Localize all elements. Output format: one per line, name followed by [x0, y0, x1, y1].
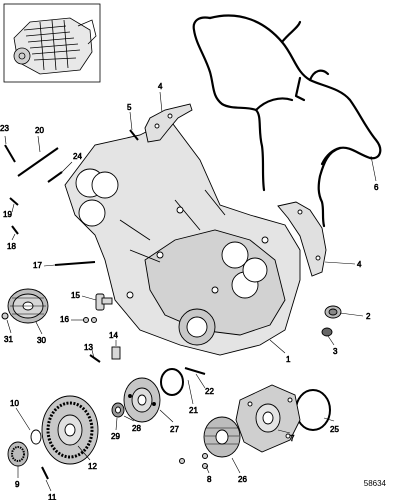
callout-17: 17	[33, 261, 42, 270]
callout-11: 11	[48, 493, 57, 500]
callout-30: 30	[37, 336, 46, 345]
callout-28: 28	[132, 424, 141, 433]
callout-4-right: 4	[357, 260, 362, 269]
cover-plate-upper	[144, 103, 193, 143]
spacer-washer	[30, 429, 42, 445]
washer	[111, 402, 125, 418]
callout-14: 14	[109, 331, 118, 340]
callout-24: 24	[73, 152, 82, 161]
callout-3: 3	[333, 347, 338, 356]
callout-10: 10	[10, 399, 19, 408]
callout-labels: 1 2 3 4 4 5 6 7 8 9 10 11 12 13 14 15 16…	[0, 82, 379, 500]
wiring-harness	[192, 14, 382, 228]
callout-27: 27	[170, 425, 179, 434]
callout-19: 19	[3, 210, 12, 219]
callout-26: 26	[238, 475, 247, 484]
callout-1: 1	[286, 355, 291, 364]
water-pump	[235, 384, 301, 453]
callout-31: 31	[4, 335, 13, 344]
timing-cover-housing	[64, 119, 301, 356]
cover-plate-right	[277, 201, 327, 277]
drive-pulley	[203, 416, 241, 458]
dowel-pin	[184, 367, 206, 375]
crank-hub	[123, 377, 161, 423]
engine-thumbnail-illustration	[3, 3, 101, 83]
cam-sensor	[95, 293, 121, 360]
callout-20: 20	[35, 126, 44, 135]
callout-29: 29	[111, 432, 120, 441]
callout-8: 8	[207, 475, 212, 484]
callout-16: 16	[60, 315, 69, 324]
callout-23: 23	[0, 124, 9, 133]
callout-13: 13	[84, 343, 93, 352]
callout-9: 9	[15, 480, 20, 489]
callout-12: 12	[88, 462, 97, 471]
callout-15: 15	[71, 291, 80, 300]
callout-2: 2	[366, 312, 371, 321]
callout-22: 22	[205, 387, 214, 396]
callout-4-upper: 4	[158, 82, 163, 91]
callout-5: 5	[127, 103, 132, 112]
seal-plugs	[321, 305, 342, 337]
callout-21: 21	[189, 406, 198, 415]
callout-6: 6	[374, 183, 379, 192]
flywheel-gear	[41, 395, 99, 465]
camshaft-sprocket	[7, 288, 49, 324]
small-gear	[7, 441, 29, 467]
callout-25: 25	[330, 425, 339, 434]
callout-18: 18	[7, 242, 16, 251]
figure-number: 58634	[363, 479, 386, 488]
callout-7: 7	[290, 434, 295, 443]
